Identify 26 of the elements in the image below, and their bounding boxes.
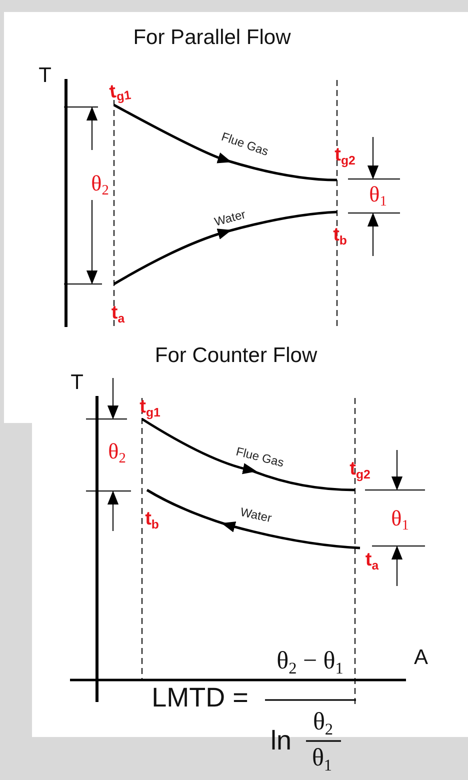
temperature-label: t$_{g2}$	[350, 458, 370, 482]
formula-text: LMTD =	[152, 682, 248, 714]
formula-symbol: θ$_{2}$	[312, 708, 334, 740]
temperature-label: t$_{g2}$	[334, 144, 356, 168]
curve-label: Flue Gas	[220, 129, 270, 159]
chart-heading: For Counter Flow	[154, 344, 318, 368]
temperature-label: t$_{b}$	[145, 508, 159, 532]
formula-text: ln	[270, 726, 292, 756]
temperature-label: t$_{g1}$	[108, 80, 132, 105]
axis-label: A	[414, 646, 428, 670]
temperature-difference-label: θ$_{2}$	[91, 170, 109, 200]
temperature-label: t$_{a}$	[111, 302, 125, 326]
formula-symbol: θ$_{2}$ − θ$_{1}$	[276, 648, 344, 678]
axis-label: T	[38, 64, 52, 88]
temperature-difference-label: θ$_{1}$	[369, 181, 387, 211]
curve-label: Water	[239, 504, 273, 526]
temperature-label: t$_{b}$	[333, 224, 347, 248]
temperature-difference-label: θ$_{1}$	[391, 505, 409, 535]
curve-label: Flue Gas	[234, 444, 286, 470]
temperature-difference-label: θ$_{2}$	[108, 438, 126, 468]
axis-label: T	[70, 371, 84, 395]
curve-label: Water	[212, 207, 248, 229]
temperature-label: t$_{a}$	[365, 550, 379, 572]
formula-symbol: θ$_{1}$	[312, 744, 332, 776]
temperature-label: t$_{g1}$	[140, 396, 160, 420]
chart-heading: For Parallel Flow	[133, 26, 291, 50]
